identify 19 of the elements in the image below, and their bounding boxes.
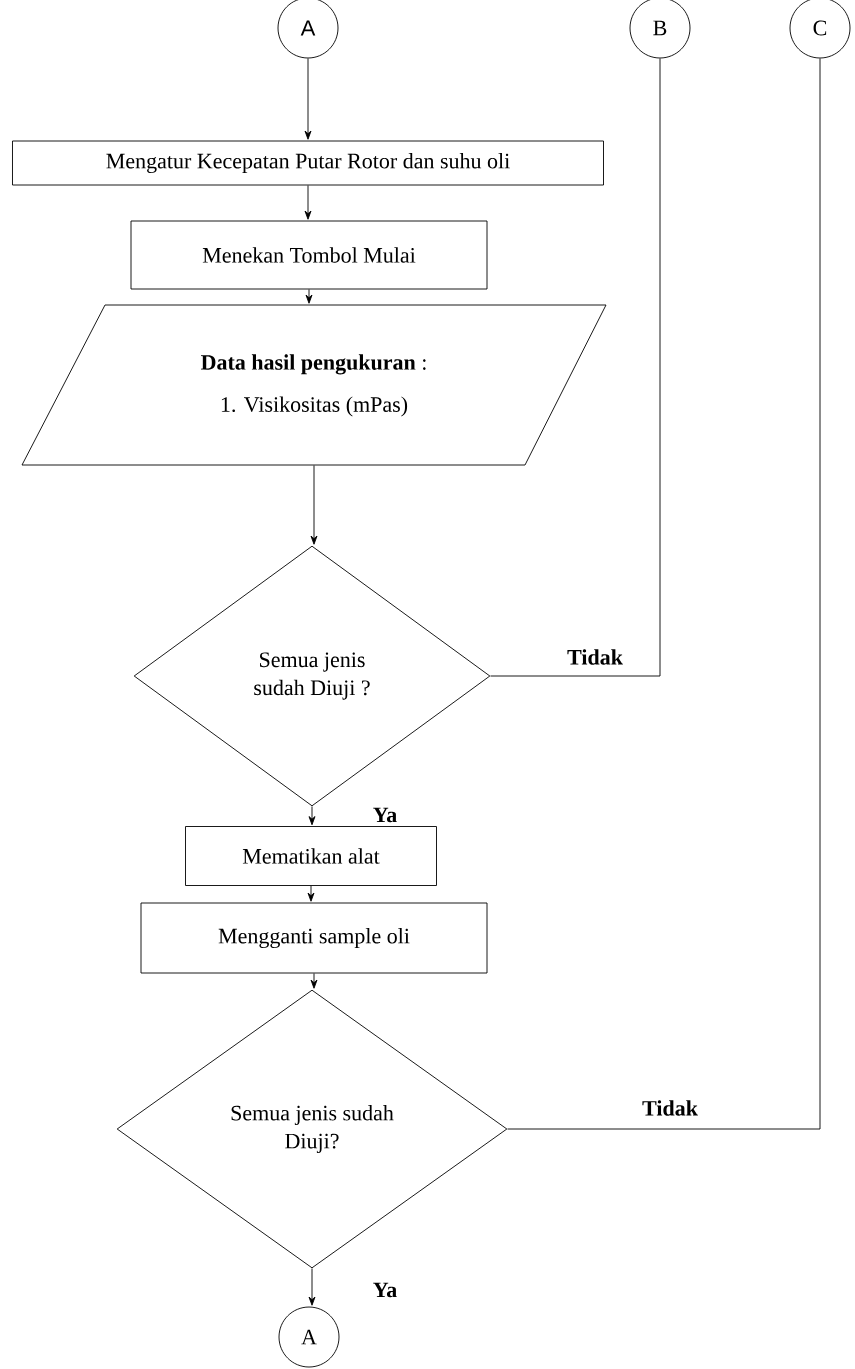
edge-label: Ya bbox=[373, 807, 397, 823]
arrow bbox=[310, 465, 318, 545]
arrow bbox=[307, 885, 315, 902]
process-box: Menekan Tombol Mulai bbox=[130, 220, 488, 290]
process-box: Mengganti sample oli bbox=[140, 902, 488, 974]
edge-label: Ya bbox=[373, 1282, 397, 1298]
edge-label: Tidak bbox=[642, 1100, 698, 1116]
arrow bbox=[304, 185, 312, 220]
edge-label: Tidak bbox=[567, 649, 623, 665]
connector-line bbox=[507, 58, 821, 1130]
arrow bbox=[308, 806, 316, 826]
connector-line bbox=[490, 58, 661, 677]
process-box: Mengatur Kecepatan Putar Rotor dan suhu oli bbox=[12, 140, 604, 186]
arrow bbox=[310, 973, 318, 989]
arrow bbox=[305, 289, 313, 304]
process-box: Mematikan alat bbox=[185, 826, 437, 886]
arrow bbox=[308, 1268, 316, 1306]
data-parallelogram: Data hasil pengukuran : 1. Visikositas (mPas) bbox=[21, 304, 607, 466]
arrow bbox=[304, 58, 312, 140]
